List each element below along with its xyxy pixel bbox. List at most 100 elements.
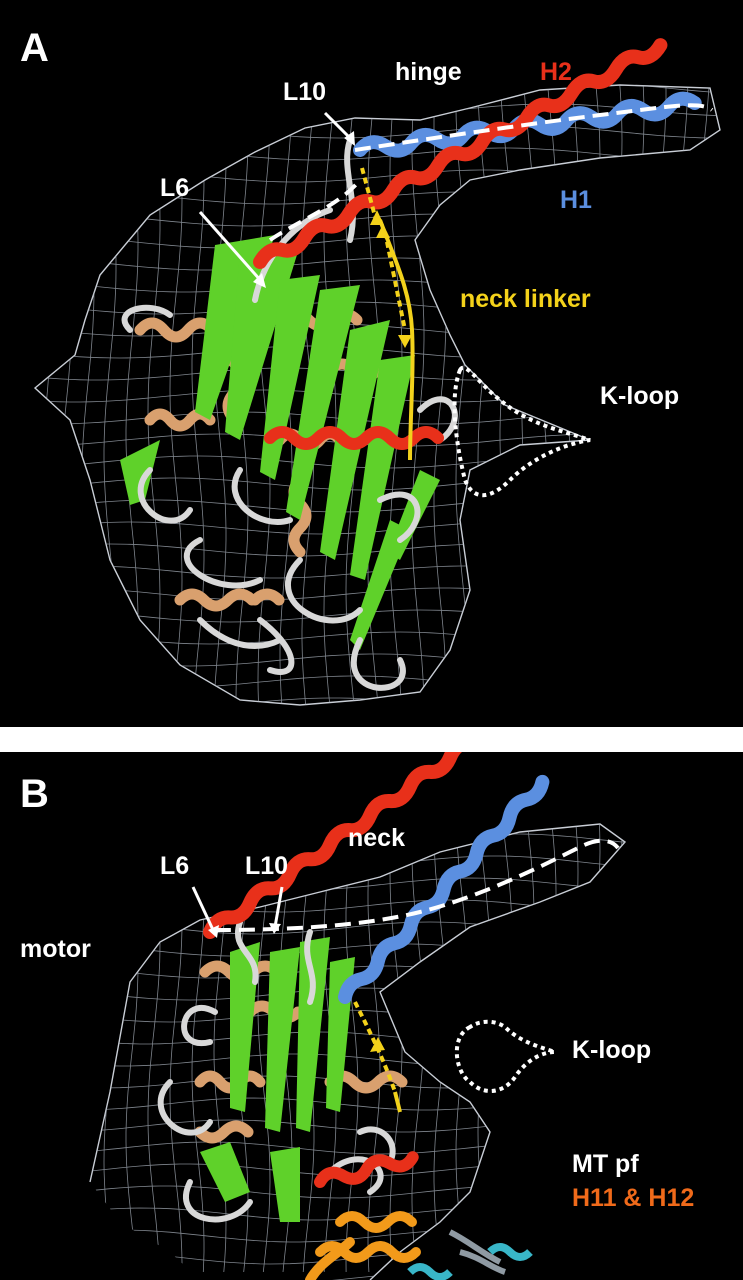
mesh-line bbox=[169, 824, 183, 1272]
mesh-line bbox=[59, 85, 73, 705]
panel-a: A hinge H2 H1 L10 L6 neck linker K-loop bbox=[0, 0, 743, 727]
mesh-line bbox=[433, 85, 447, 705]
label-h2: H2 bbox=[540, 58, 572, 86]
mesh-line bbox=[411, 85, 425, 705]
neck-linker-strand bbox=[393, 1091, 402, 1113]
l6-pointer bbox=[191, 886, 216, 933]
mesh-line bbox=[103, 85, 117, 705]
mesh-line bbox=[35, 565, 720, 579]
mesh-line bbox=[35, 301, 720, 315]
label-k-loop: K-loop bbox=[600, 382, 680, 410]
hinge-dashed-line bbox=[354, 103, 714, 152]
label-motor: motor bbox=[20, 935, 91, 963]
mesh-line bbox=[521, 824, 535, 1273]
mesh-line bbox=[90, 824, 95, 1273]
l10-pointer bbox=[323, 111, 354, 142]
panel-a-figure bbox=[0, 0, 740, 727]
mesh-line bbox=[35, 411, 720, 425]
mesh-line bbox=[0, 790, 740, 802]
helix-h2 bbox=[203, 752, 538, 939]
mesh-line bbox=[37, 85, 51, 705]
neck-linker-arrowhead-2 bbox=[398, 335, 412, 348]
mesh-line bbox=[35, 697, 720, 705]
mesh-line bbox=[499, 85, 513, 705]
mesh-line bbox=[16, 752, 28, 1272]
label-h1: H1 bbox=[560, 186, 592, 214]
mesh-line bbox=[0, 752, 6, 1272]
mesh-line bbox=[60, 752, 72, 1272]
k-loop-outline bbox=[454, 1019, 556, 1093]
mesh-line bbox=[35, 85, 720, 95]
mesh-line bbox=[90, 921, 625, 935]
mesh-line bbox=[90, 987, 625, 1001]
neck-linker-strand bbox=[378, 219, 415, 461]
neck-linker-arrow-1 bbox=[360, 167, 378, 221]
neck-linker-arrow-2 bbox=[383, 231, 407, 331]
mt-helices bbox=[305, 1211, 421, 1280]
mesh-line bbox=[35, 257, 720, 271]
l10-pointer-head bbox=[269, 923, 281, 934]
label-k-loop: K-loop bbox=[572, 1036, 652, 1064]
label-hinge: hinge bbox=[395, 58, 462, 86]
mesh-line bbox=[433, 824, 447, 1273]
helix-h2 bbox=[253, 38, 668, 269]
mesh-line bbox=[0, 0, 740, 6]
mesh-line bbox=[90, 855, 625, 869]
beta-strands bbox=[200, 937, 355, 1222]
label-h11-h12: H11 & H12 bbox=[572, 1184, 695, 1212]
l10-pointer bbox=[273, 886, 284, 928]
mesh-line bbox=[411, 824, 425, 1273]
l6-pointer-head bbox=[208, 925, 219, 938]
mesh-line bbox=[455, 824, 469, 1273]
mesh-line bbox=[35, 653, 720, 667]
mesh-line bbox=[719, 85, 720, 705]
label-l10: L10 bbox=[245, 852, 289, 880]
label-neck: neck bbox=[348, 824, 405, 852]
mesh-line bbox=[35, 631, 720, 645]
hinge-dashed-line bbox=[214, 838, 620, 932]
mesh-line bbox=[125, 824, 139, 1273]
k-loop-outline bbox=[452, 365, 591, 498]
mesh-line bbox=[38, 752, 50, 1272]
mesh-line bbox=[0, 16, 740, 28]
mesh-line bbox=[90, 899, 625, 913]
label-l6: L6 bbox=[160, 852, 190, 880]
mesh-line bbox=[697, 85, 711, 705]
mesh-line bbox=[35, 169, 720, 183]
helix-alpha-red-core bbox=[314, 1151, 419, 1188]
mesh-line bbox=[675, 85, 689, 705]
label-mt-pf: MT pf bbox=[572, 1150, 639, 1178]
l6-pointer bbox=[198, 211, 264, 283]
hinge-dashed-line-lower bbox=[268, 178, 362, 242]
mesh-line bbox=[698, 752, 710, 1272]
panel-separator bbox=[0, 727, 743, 752]
mesh-line bbox=[587, 85, 601, 705]
mesh-line bbox=[16, 0, 28, 720]
mesh-line bbox=[0, 752, 740, 758]
label-l10: L10 bbox=[283, 78, 327, 106]
label-neck-linker: neck linker bbox=[460, 285, 591, 313]
mesh-line bbox=[103, 824, 117, 1273]
mesh-line bbox=[90, 1097, 625, 1111]
helix-h1 bbox=[338, 774, 550, 1004]
mesh-line bbox=[147, 824, 161, 1273]
mesh-line bbox=[35, 279, 720, 293]
l6-pointer-head bbox=[253, 273, 266, 288]
mesh-line bbox=[169, 85, 183, 705]
mesh-line bbox=[0, 0, 6, 720]
l10-pointer-head bbox=[344, 131, 355, 146]
mt-helices-grey bbox=[448, 1229, 507, 1275]
label-l6: L6 bbox=[160, 174, 190, 202]
panel-letter-b: B bbox=[20, 772, 49, 816]
mesh-outline bbox=[89, 823, 627, 1280]
mesh-line bbox=[90, 1009, 625, 1023]
mesh-line bbox=[147, 85, 161, 705]
mesh-line bbox=[0, 768, 740, 780]
neck-linker-arrowhead bbox=[370, 1037, 385, 1052]
mesh-line bbox=[0, 720, 740, 727]
panel-letter-a: A bbox=[20, 26, 49, 70]
mesh-line bbox=[35, 213, 720, 227]
mesh-line bbox=[0, 38, 740, 50]
neck-linker-arrowhead-1 bbox=[370, 210, 384, 225]
neck-linker-arrowhead-3 bbox=[376, 224, 390, 238]
